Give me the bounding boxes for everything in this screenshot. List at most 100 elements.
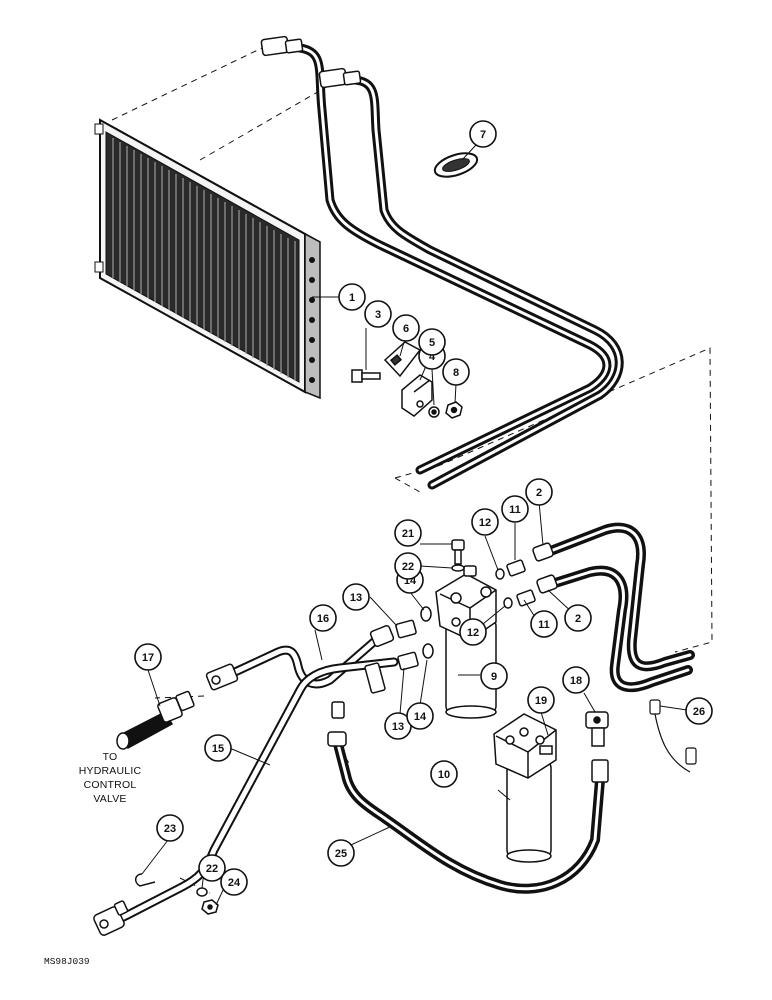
callout-c23: 23: [156, 814, 184, 842]
callout-circle: [309, 604, 337, 632]
callout-label: 4: [429, 351, 436, 363]
callout-label: 19: [535, 695, 547, 707]
callout-circle: [392, 314, 420, 342]
callout-c14b: 14: [406, 702, 434, 730]
callout-c9: 9: [480, 662, 508, 690]
elbow-fitting-18: [585, 711, 609, 747]
callout-c1: 1: [338, 283, 366, 311]
callout-circle: [471, 508, 499, 536]
callout-label: 2: [536, 487, 542, 499]
note-line-1: TO: [103, 751, 118, 763]
destination-note: TO HYDRAULIC CONTROL VALVE: [79, 751, 142, 805]
callout-label: 16: [317, 613, 329, 625]
callout-c19: 19: [527, 686, 555, 714]
callout-c8: 8: [442, 358, 470, 386]
upper-hoses: [295, 43, 624, 490]
tube-16-ends: [205, 624, 395, 691]
callout-label: 13: [350, 592, 362, 604]
callout-circle: [338, 283, 366, 311]
callout-c6: 6: [392, 314, 420, 342]
right-hose-fittings: [532, 542, 558, 594]
callout-c3: 3: [364, 300, 392, 328]
callout-circle: [442, 358, 470, 386]
callout-circle: [204, 734, 232, 762]
callout-balloons: 1223456789101111121213131414151617181921…: [134, 120, 713, 896]
callout-label: 14: [414, 711, 427, 723]
callout-circle: [530, 610, 558, 638]
callout-circle: [327, 839, 355, 867]
callout-label: 13: [392, 721, 404, 733]
callout-circle: [364, 300, 392, 328]
callout-label: 25: [335, 848, 347, 860]
callout-circle: [430, 760, 458, 788]
callout-label: 6: [403, 323, 409, 335]
oil-cooler: [94, 118, 321, 400]
callout-c2b: 2: [564, 604, 592, 632]
callout-circle: [459, 618, 487, 646]
callout-circle: [480, 662, 508, 690]
callout-circle: [685, 697, 713, 725]
callout-label: 18: [570, 675, 582, 687]
callout-circle: [564, 604, 592, 632]
callout-c21: 21: [394, 519, 422, 547]
callout-circle: [134, 643, 162, 671]
hose-25: [333, 739, 605, 894]
callout-c22b: 22: [198, 854, 226, 882]
callout-c12a: 12: [471, 508, 499, 536]
callout-label: 15: [212, 743, 224, 755]
callout-circle: [156, 814, 184, 842]
callout-circle: [501, 495, 529, 523]
tube-16: [230, 635, 381, 689]
callout-c5: 5: [418, 328, 446, 356]
note-line-2: HYDRAULIC: [79, 765, 142, 777]
callout-c26: 26: [685, 697, 713, 725]
port-fittings: [395, 559, 536, 671]
callout-label: 5: [429, 337, 435, 349]
callout-circle: [220, 868, 248, 896]
callout-c18: 18: [562, 666, 590, 694]
fitting-17: [116, 690, 195, 750]
callout-c7: 7: [469, 120, 497, 148]
callout-circle: [418, 328, 446, 356]
callout-label: 8: [453, 367, 459, 379]
callout-c17: 17: [134, 643, 162, 671]
note-line-4: VALVE: [93, 793, 126, 805]
tube-15-ends: [93, 662, 386, 936]
callout-label: 12: [479, 517, 491, 529]
callout-label: 21: [402, 528, 414, 540]
callout-circle: [394, 519, 422, 547]
callout-circle: [525, 478, 553, 506]
hose-25-ends: [327, 731, 609, 783]
callout-label: 12: [467, 627, 479, 639]
callout-label: 17: [142, 652, 154, 664]
callout-circle: [406, 702, 434, 730]
upper-hose-fittings: [260, 35, 362, 89]
clip-washer-nut: [134, 873, 219, 915]
callout-label: 10: [438, 769, 450, 781]
callout-c24: 24: [220, 868, 248, 896]
right-hoses-2: [543, 522, 695, 693]
bolt: [351, 369, 381, 383]
callout-circle: [469, 120, 497, 148]
callout-label: 22: [206, 863, 218, 875]
callout-label: 3: [375, 309, 381, 321]
callout-c15: 15: [204, 734, 232, 762]
callout-label: 11: [509, 504, 521, 516]
bolt-21-washer-22: [451, 539, 465, 572]
callout-c13a: 13: [342, 583, 370, 611]
note-line-3: CONTROL: [84, 779, 137, 791]
callout-c11b: 11: [530, 610, 558, 638]
callout-label: 23: [164, 823, 176, 835]
callout-circle: [527, 686, 555, 714]
alignment-lines: [111, 47, 713, 894]
callout-label: 9: [491, 671, 497, 683]
callout-circle: [342, 583, 370, 611]
callout-label: 26: [693, 706, 705, 718]
grommet: [433, 152, 479, 178]
callout-label: 24: [228, 877, 241, 889]
callout-c10: 10: [430, 760, 458, 788]
callout-c22a: 22: [394, 552, 422, 580]
callout-c25: 25: [327, 839, 355, 867]
